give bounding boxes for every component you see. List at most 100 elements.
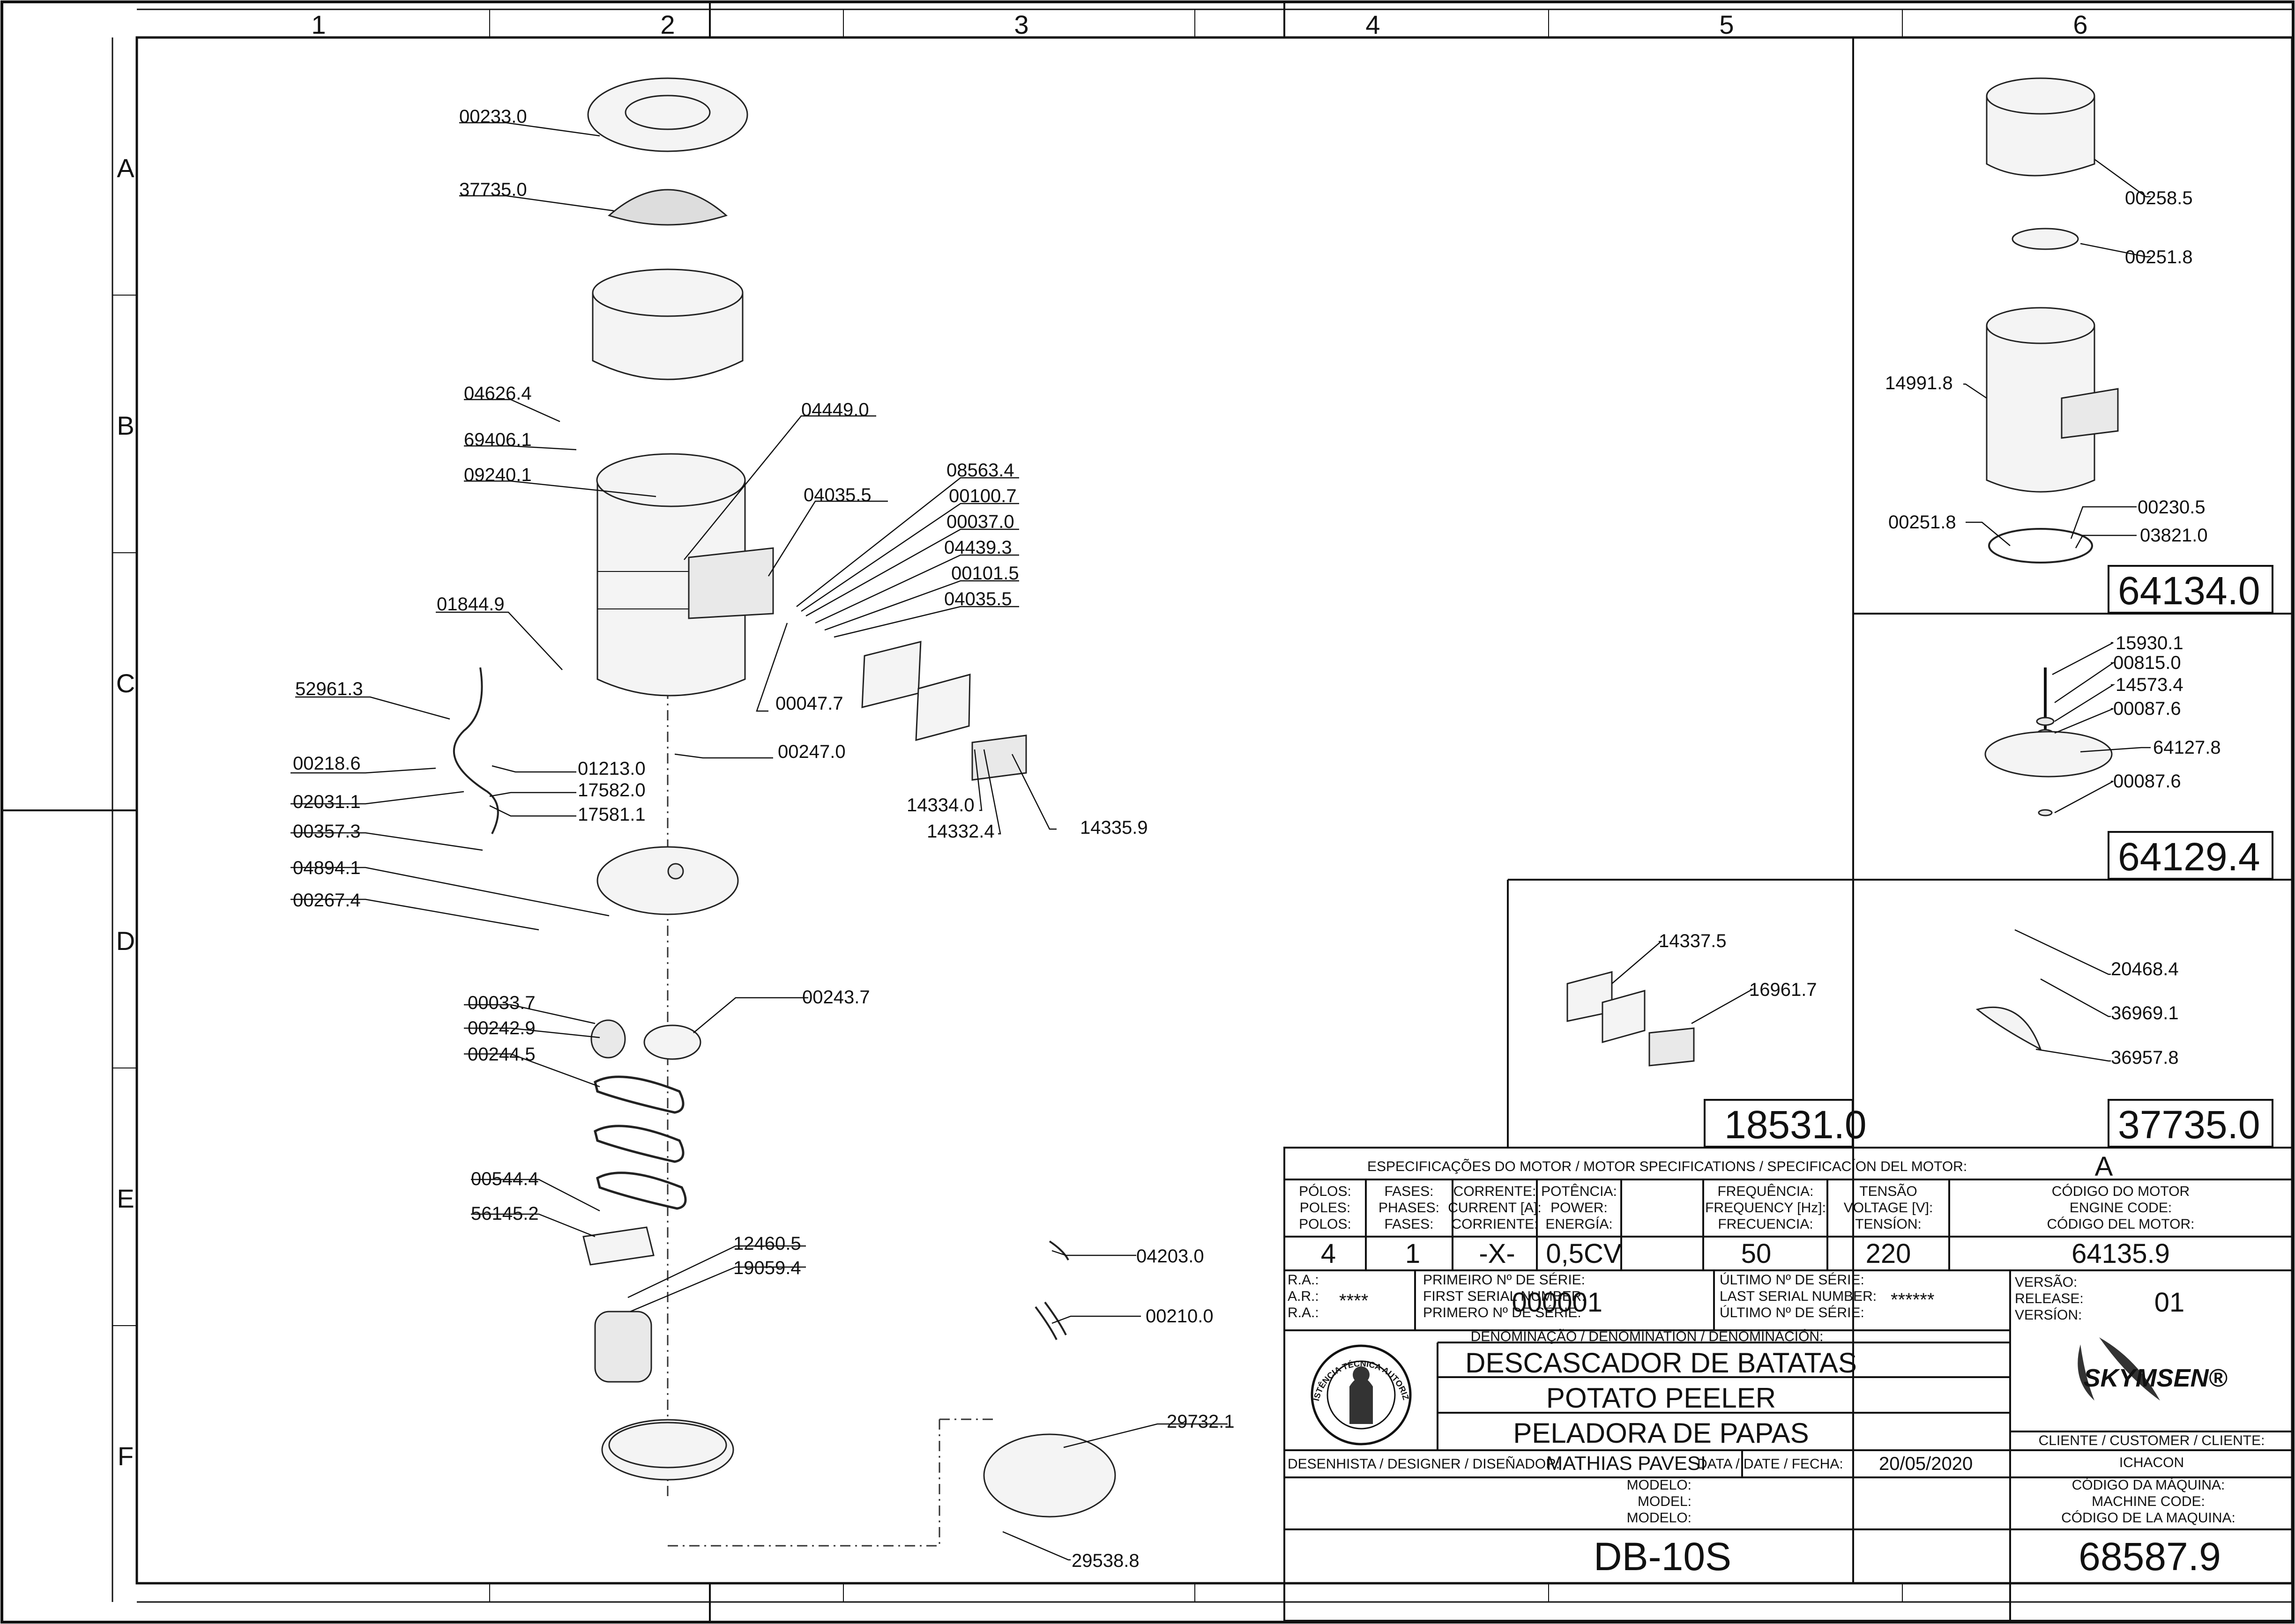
spec-label: FREQUENCY [Hz]: xyxy=(1705,1200,1826,1216)
spec-label: PHASES: xyxy=(1378,1200,1439,1216)
part-label: 64127.8 xyxy=(2153,737,2221,758)
subassembly-18531-labels: 14337.5 16961.7 xyxy=(1659,931,1817,1000)
part-label: 00230.5 xyxy=(2138,497,2206,518)
grid-col-label: 3 xyxy=(1014,10,1028,39)
part-label: 00258.5 xyxy=(2125,188,2193,208)
part-label: 00101.5 xyxy=(951,563,1019,584)
part-label: 09240.1 xyxy=(464,465,532,485)
part-label: 17581.1 xyxy=(578,804,646,825)
grid-row-label: B xyxy=(117,411,134,440)
subassembly-64129-illustration xyxy=(1984,667,2113,816)
machine-code-label: CÓDIGO DA MÁQUINA: xyxy=(2072,1477,2225,1493)
part-label: 01844.9 xyxy=(437,594,505,615)
model-label: MODELO: xyxy=(1627,1477,1691,1493)
part-label: 14991.8 xyxy=(1885,373,1953,393)
spec-label: FRECUENCIA: xyxy=(1718,1216,1813,1232)
main-assembly-illustration xyxy=(453,77,1116,1547)
grid-col-label: 6 xyxy=(2073,10,2087,39)
part-label: 56145.2 xyxy=(471,1203,539,1224)
designer-label: DESENHISTA / DESIGNER / DISEÑADOR: xyxy=(1288,1456,1560,1472)
part-label: 00210.0 xyxy=(1146,1306,1214,1327)
version-label: VERSÍON: xyxy=(2015,1307,2082,1323)
grid-row-label: A xyxy=(117,153,134,183)
date-label: DATA / DATE / FECHA: xyxy=(1697,1456,1843,1472)
subassembly-code: 64129.4 xyxy=(2118,835,2260,879)
spec-label: POLES: xyxy=(1300,1200,1350,1216)
spec-label: FASES: xyxy=(1384,1184,1433,1199)
part-label: 00251.8 xyxy=(1888,512,1956,533)
last-serial-label: LAST SERIAL NUMBER: xyxy=(1720,1289,1877,1304)
grid-row-label: E xyxy=(117,1184,134,1213)
subassembly-64134-labels: 00258.5 00251.8 14991.8 00251.8 00230.5 … xyxy=(1885,188,2208,546)
spec-label: ENERGÍA: xyxy=(1545,1216,1612,1232)
spec-label: ENGINE CODE: xyxy=(2070,1200,2172,1216)
version-label: RELEASE: xyxy=(2015,1291,2084,1306)
part-label: 00544.4 xyxy=(471,1169,539,1189)
grid-row-labels: A B C D E F xyxy=(116,153,135,1471)
motor-spec-header: ESPECIFICAÇÕES DO MOTOR / MOTOR SPECIFIC… xyxy=(1367,1158,1967,1174)
version-value: 01 xyxy=(2154,1287,2185,1318)
subassembly-64129-box: 64129.4 xyxy=(2108,831,2273,880)
grid-col-label: 4 xyxy=(1365,10,1380,39)
subassembly-64129-leaders xyxy=(2052,642,2151,814)
grid-col-label: 5 xyxy=(1719,10,1734,39)
callout-leaders xyxy=(291,122,1228,1561)
part-label: 04203.0 xyxy=(1136,1246,1204,1267)
product-name-es: PELADORA DE PAPAS xyxy=(1513,1417,1809,1449)
first-serial-label: PRIMEIRO Nº DE SÉRIE: xyxy=(1423,1272,1585,1288)
part-label: 14573.4 xyxy=(2116,675,2183,695)
skymsen-logo: SKYMSEN® xyxy=(2078,1337,2228,1401)
part-label: 29732.1 xyxy=(1167,1411,1235,1432)
part-label: 29538.8 xyxy=(1072,1550,1140,1571)
part-label: 02031.1 xyxy=(293,792,361,812)
grid-row-label: D xyxy=(116,926,135,956)
machine-code-value: 68587.9 xyxy=(2079,1535,2221,1579)
spec-label: CÓDIGO DEL MOTOR: xyxy=(2047,1216,2194,1232)
part-label: 00244.5 xyxy=(468,1044,536,1065)
part-number-labels: 00233.0 37735.0 04626.4 69406.1 09240.1 … xyxy=(293,106,1235,1571)
subassembly-18531-leaders xyxy=(1611,941,1755,1024)
part-label: 00247.0 xyxy=(778,742,846,762)
last-serial-value: ****** xyxy=(1891,1290,1934,1310)
spec-label: FASES: xyxy=(1384,1216,1433,1232)
spec-label: CORRENTE: xyxy=(1453,1184,1536,1199)
subassembly-64134-box: 64134.0 xyxy=(2108,565,2273,614)
subassembly-64134-leaders xyxy=(1963,158,2151,549)
part-label: 00815.0 xyxy=(2113,653,2181,673)
subassembly-18531-illustration xyxy=(1566,971,1695,1067)
version-label: VERSÃO: xyxy=(2015,1274,2077,1290)
model-label: MODELO: xyxy=(1627,1510,1691,1526)
grid-row-label: F xyxy=(118,1441,134,1471)
subassembly-code: 64134.0 xyxy=(2118,569,2260,613)
subassembly-64129-labels: 15930.1 00815.0 14573.4 00087.6 64127.8 … xyxy=(2113,633,2221,792)
ra-value: **** xyxy=(1339,1290,1368,1311)
motor-spec-labels: PÓLOS: POLES: POLOS: FASES: PHASES: FASE… xyxy=(1299,1183,2194,1232)
spec-label: POLOS: xyxy=(1299,1216,1351,1232)
model-label: MODEL: xyxy=(1638,1494,1691,1509)
machine-code-label: CÓDIGO DE LA MAQUINA: xyxy=(2061,1510,2235,1526)
designer-value: MATHIAS PAVESI xyxy=(1546,1452,1706,1474)
part-label: 14337.5 xyxy=(1659,931,1727,951)
subassembly-37735-box: 37735.0 xyxy=(2108,1099,2273,1148)
grid-col-label: 2 xyxy=(660,10,675,39)
part-label: 00037.0 xyxy=(946,512,1014,532)
part-label: 00218.6 xyxy=(293,753,361,774)
part-label: 00047.7 xyxy=(775,693,843,714)
spec-value: -X- xyxy=(1479,1238,1515,1269)
product-name-en: POTATO PEELER xyxy=(1546,1382,1776,1414)
part-label: 14332.4 xyxy=(927,821,995,842)
part-label: 00087.6 xyxy=(2113,698,2181,719)
part-label: 20468.4 xyxy=(2111,959,2179,979)
first-serial-label: FIRST SERIAL NUMBER: xyxy=(1423,1289,1586,1304)
part-label: 00242.9 xyxy=(468,1018,536,1038)
customer-label: CLIENTE / CUSTOMER / CLIENTE: xyxy=(2039,1433,2265,1448)
part-label: 04449.0 xyxy=(801,400,869,420)
brand-name: SKYMSEN® xyxy=(2084,1364,2228,1392)
part-label: 01213.0 xyxy=(578,758,646,779)
part-label: 14335.9 xyxy=(1080,817,1148,838)
grid-column-labels: 1 2 3 4 5 6 xyxy=(311,10,2087,39)
subassembly-18531-box: 18531.0 xyxy=(1704,1099,1867,1148)
spec-value: 0,5CV xyxy=(1546,1238,1622,1269)
spec-value: 4 xyxy=(1321,1238,1336,1269)
spec-label: VOLTAGE [V]: xyxy=(1844,1200,1933,1216)
